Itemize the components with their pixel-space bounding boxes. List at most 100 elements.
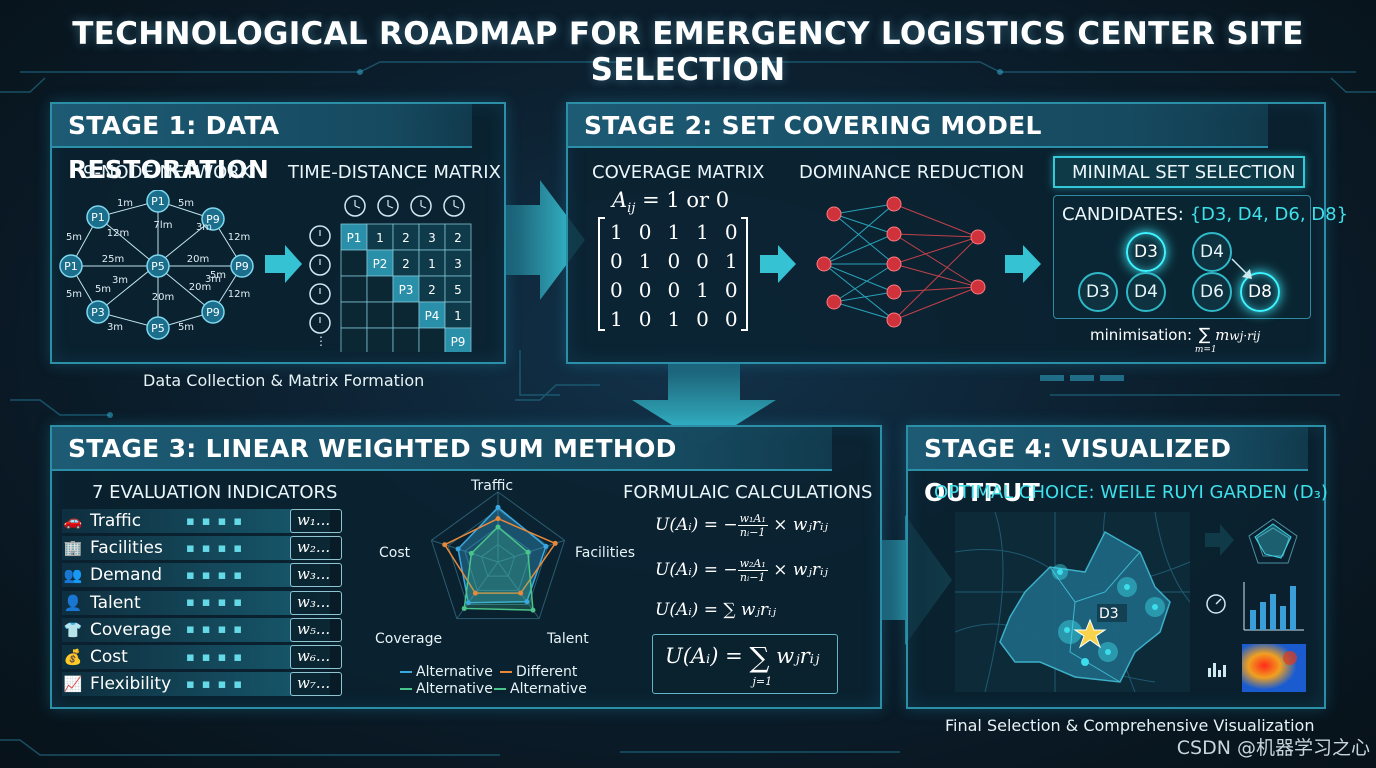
matrix-value: 5 <box>454 283 462 297</box>
weight-box: w₃... <box>290 563 342 588</box>
network-edge-label: 20m <box>152 292 174 303</box>
dominance-title: DOMINANCE REDUCTION <box>799 162 1025 183</box>
radar-axis-label: Talent <box>547 631 589 647</box>
weight-box: w₇... <box>290 672 342 697</box>
indicator-bar <box>62 645 330 669</box>
mini-radar-icon <box>1248 518 1298 564</box>
network-node: P1 <box>91 211 105 224</box>
indicator-row: 💰Cost▪▪▪▪ <box>62 645 330 669</box>
matrix-value: 2 <box>428 283 436 297</box>
network-edge-label: 5m <box>66 289 82 300</box>
coverage-row: 10110 <box>610 220 754 244</box>
network-edge-label: 25m <box>102 254 124 265</box>
arrow-stage1-to-2 <box>505 180 585 300</box>
matrix-cell <box>340 223 368 251</box>
minimal-set-box <box>1053 156 1305 188</box>
network-edge-label: 5m <box>178 322 194 333</box>
matrix-node-label: P3 <box>399 283 414 297</box>
network-edge-label: 3m <box>107 322 123 333</box>
matrix-cell <box>366 223 394 251</box>
network-edge-label: 5m <box>210 270 226 281</box>
indicator-bar <box>62 536 330 561</box>
indicator-bar <box>62 590 330 615</box>
indicator-sub-icons: ▪▪▪▪ <box>186 567 250 583</box>
stage1-heading: STAGE 1: DATA RESTORATION <box>52 104 472 184</box>
matrix-node-label: P2 <box>373 257 388 271</box>
indicator-bar <box>62 672 330 697</box>
legend-item: Alternative <box>494 681 587 697</box>
network-edge-label: 5m <box>178 198 194 209</box>
matrix-value: 3 <box>454 257 462 271</box>
dominance-network <box>816 196 986 328</box>
radar-axis-label: Facilities <box>575 545 635 561</box>
legend-item: Alternative <box>400 681 493 697</box>
matrix-cell <box>444 223 472 251</box>
indicator-bar <box>62 617 330 642</box>
network-node: P9 <box>206 306 220 319</box>
weight-box: w₂... <box>290 536 342 561</box>
network-edge-label: 3m <box>112 275 128 286</box>
candidate-node: D3 <box>1078 272 1118 312</box>
people-icon: 👥 <box>63 566 83 585</box>
matrix-value: 1 <box>376 231 384 245</box>
coverage-expression: Aij = 1 or 0 <box>612 188 730 217</box>
network-edge-label: 5m <box>95 284 111 295</box>
radar-chart <box>430 491 566 620</box>
indicator-label: Flexibility <box>90 674 172 695</box>
legend-item: Different <box>500 664 577 680</box>
indicator-sub-icons: ▪▪▪▪ <box>186 622 250 638</box>
indicator-label: Demand <box>90 565 163 586</box>
optimal-choice: OPTIMAL CHOICE: WEILE RUYI GARDEN (D₃) <box>934 482 1328 503</box>
network-title: 9-NODE NETWORK <box>83 162 252 183</box>
watermark: CSDN @机器学习之心 <box>1176 737 1370 759</box>
matrix-node-label: P4 <box>425 309 440 323</box>
matrix-cell <box>444 327 472 352</box>
network-node: P5 <box>151 260 165 273</box>
weight-box: w₅... <box>290 617 342 642</box>
matrix-cell <box>418 223 446 251</box>
candidate-node: D3 <box>1126 232 1166 272</box>
network-edge-label: 3m <box>205 274 221 285</box>
coverage-row: 10100 <box>610 307 754 331</box>
radar-axis-label: Traffic <box>471 478 514 494</box>
matrix-value: 2 <box>402 257 410 271</box>
network-node: P5 <box>151 322 165 335</box>
network-edge-label: 12m <box>228 289 250 300</box>
candidates-set: {D3, D4, D6, D8} <box>1189 204 1349 225</box>
matrix-more: ⋮ <box>315 334 327 348</box>
indicator-label: Talent <box>90 592 141 613</box>
chart-icon: 📈 <box>63 675 83 694</box>
indicator-label: Facilities <box>90 538 163 559</box>
coverage-title: COVERAGE MATRIX <box>592 162 765 183</box>
matrix-cell <box>418 301 446 329</box>
network-edge-label: 12m <box>107 228 129 239</box>
page-title: TECHNOLOGICAL ROADMAP FOR EMERGENCY LOGI… <box>72 16 1304 88</box>
indicator-label: Coverage <box>90 619 172 640</box>
radar-axis-label: Cost <box>379 545 411 561</box>
matrix-cell <box>418 249 446 277</box>
shirt-icon: 👕 <box>63 620 83 639</box>
stage4-heading: STAGE 4: VISUALIZED OUTPUT <box>908 427 1308 507</box>
matrix-node-label: P1 <box>347 231 362 245</box>
weight-box: w₁... <box>290 509 342 533</box>
candidate-arrow <box>1231 258 1252 279</box>
network-node: P1 <box>151 195 165 208</box>
minimal-title: MINIMAL SET SELECTION <box>1072 162 1296 183</box>
minimisation-formula: minimisation: ∑m=1 mwj·rij <box>1090 325 1261 355</box>
coverage-brackets <box>598 217 748 331</box>
candidate-node: D6 <box>1192 272 1232 312</box>
network-edge-label: 5m <box>66 232 82 243</box>
candidate-node: D8 <box>1240 272 1280 312</box>
matrix-value: 3 <box>428 231 436 245</box>
matrix-cell <box>444 275 472 303</box>
talent-icon: 👤 <box>63 593 83 612</box>
sum-symbol: ∑j=1 <box>749 641 773 688</box>
formulas-title: FORMULAIC CALCULATIONS <box>623 482 873 503</box>
main-formula-box <box>652 634 838 694</box>
arrow-stage2-to-3 <box>632 362 776 445</box>
map-label: D3 <box>1099 606 1119 622</box>
